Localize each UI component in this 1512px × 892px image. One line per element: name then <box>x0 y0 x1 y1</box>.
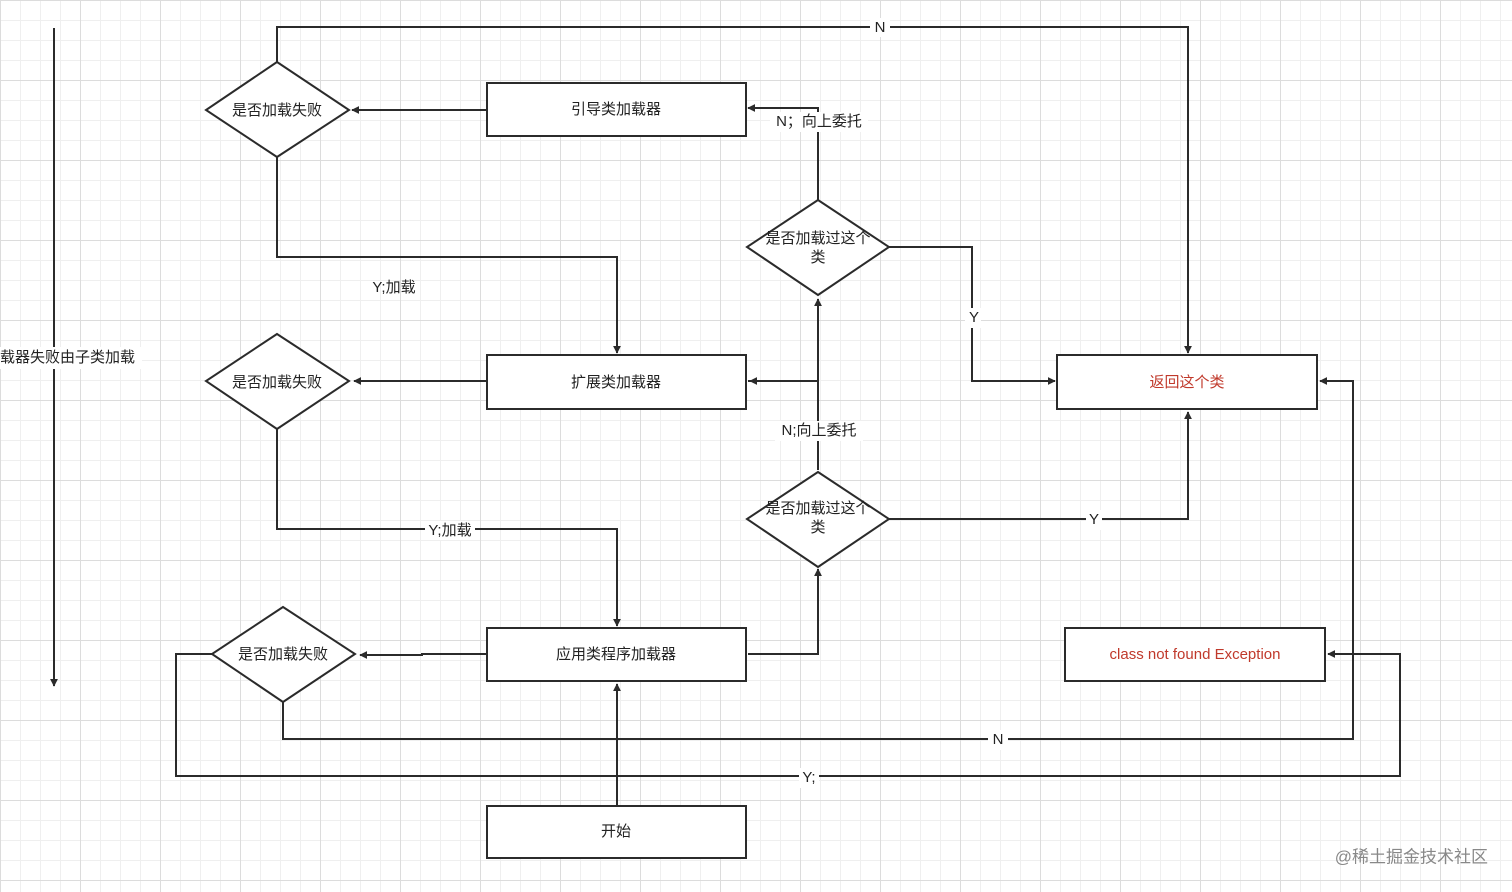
edge-label-y-return-1: Y <box>965 308 981 328</box>
edge-label-delegate-up-2: N;向上委托 <box>775 421 863 441</box>
edge-app-to-fail3 <box>359 651 487 659</box>
edge-app-to-loaded2 <box>748 568 822 655</box>
decision-fail-check-2[interactable]: 是否加载失败 <box>204 332 351 431</box>
decision-fail-check-3[interactable]: 是否加载失败 <box>210 605 357 704</box>
edge-label-y-load-1: Y;加载 <box>372 279 415 296</box>
svg-text:N；向上委托: N；向上委托 <box>776 113 862 130</box>
side-note-text: 载器失败由子类加载 <box>0 349 135 366</box>
decision-fail-check-1[interactable]: 是否加载失败 <box>204 60 351 159</box>
edge-fail3-to-return <box>282 377 1354 740</box>
decision-loaded-check-1[interactable]: 是否加载过这个 类 <box>745 198 891 297</box>
decision-loaded-check-2-line2: 类 <box>810 519 825 536</box>
decision-fail-check-1-label: 是否加载失败 <box>232 102 322 119</box>
edge-label-y-return-2: Y <box>1086 510 1102 530</box>
node-extension-loader-label: 扩展类加载器 <box>571 374 661 391</box>
edge-loaded2-to-return <box>889 411 1192 520</box>
node-bootstrap-loader[interactable]: 引导类加载器 <box>486 82 747 137</box>
edge-label-top-n: N <box>870 18 890 37</box>
svg-text:Y;加载: Y;加载 <box>428 522 471 539</box>
node-return-class-label: 返回这个类 <box>1149 374 1224 391</box>
edge-label-delegate-up-1: N；向上委托 <box>770 112 868 132</box>
edge-fail1-to-return <box>276 26 1192 354</box>
decision-loaded-check-1-line1: 是否加载过这个 <box>765 230 870 247</box>
node-not-found-exception[interactable]: class not found Exception <box>1064 627 1326 682</box>
edge-fail1-to-extension <box>276 157 621 354</box>
decision-fail-check-3-label: 是否加载失败 <box>238 646 328 663</box>
svg-text:Y;加载: Y;加载 <box>372 279 415 296</box>
node-return-class[interactable]: 返回这个类 <box>1056 354 1318 410</box>
svg-text:N;向上委托: N;向上委托 <box>781 422 856 439</box>
svg-text:Y;: Y; <box>802 769 815 786</box>
svg-text:N: N <box>993 731 1004 748</box>
node-bootstrap-loader-label: 引导类加载器 <box>571 101 661 118</box>
decision-loaded-check-2[interactable]: 是否加载过这个 类 <box>745 470 891 569</box>
node-app-loader[interactable]: 应用类程序加载器 <box>486 627 747 682</box>
node-start-label: 开始 <box>601 823 631 840</box>
svg-text:N: N <box>875 19 886 36</box>
svg-text:Y: Y <box>969 309 979 326</box>
svg-text:Y: Y <box>1089 511 1099 528</box>
side-note: 载器失败由子类加载 <box>0 347 142 369</box>
edge-label-bottom-y: Y; <box>799 768 819 788</box>
edge-label-bottom-n: N <box>988 730 1008 750</box>
edge-extension-to-loaded1 <box>748 298 822 382</box>
node-start[interactable]: 开始 <box>486 805 747 859</box>
edge-label-y-load-2: Y;加载 <box>425 521 475 540</box>
decision-loaded-check-1-line2: 类 <box>810 249 825 266</box>
node-not-found-label: class not found Exception <box>1110 646 1281 663</box>
node-app-loader-label: 应用类程序加载器 <box>556 645 676 663</box>
edge-fail3-to-notfound <box>175 650 1401 777</box>
decision-loaded-check-2-line1: 是否加载过这个 <box>765 500 870 517</box>
edge-loaded1-to-bootstrap <box>747 104 819 200</box>
node-extension-loader[interactable]: 扩展类加载器 <box>486 354 747 410</box>
decision-fail-check-2-label: 是否加载失败 <box>232 374 322 391</box>
watermark-text: @稀土掘金技术社区 <box>1335 847 1488 866</box>
